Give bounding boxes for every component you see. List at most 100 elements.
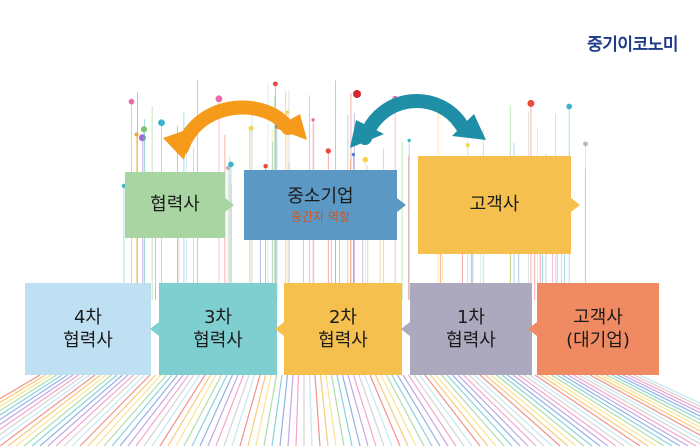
decor-floor-line (622, 374, 700, 414)
decor-floor-line (119, 374, 178, 446)
decor-floor-line (468, 374, 545, 446)
notch (528, 322, 537, 336)
decor-floor-line (79, 374, 151, 446)
decor-floor-line (23, 374, 112, 446)
decor-floor-line (39, 374, 123, 446)
decor-floor-line (151, 374, 200, 446)
decor-floor-line (325, 374, 337, 446)
decor-dot (353, 90, 361, 98)
decor-floor-line (358, 374, 385, 446)
decor-dot (215, 95, 223, 103)
decor-dot (351, 152, 356, 157)
smb-box: 중소기업 중간자 역할 (244, 170, 397, 240)
decor-floor-line (308, 374, 313, 446)
decor-floor-line (419, 374, 473, 446)
decor-floor-line (0, 374, 74, 426)
decor-floor-line (628, 374, 700, 411)
decor-dot (134, 132, 139, 137)
decor-floor-line (424, 374, 481, 446)
decor-floor-line (562, 374, 681, 446)
decor-floor-line (413, 374, 465, 446)
decor-floor-line (402, 374, 449, 446)
tier1-box: 1차 협력사 (410, 283, 532, 375)
decor-floor-line (271, 374, 283, 446)
decor-floor-line (207, 374, 239, 446)
decor-floor-line (529, 374, 633, 446)
customer-label-top: 고객사 (469, 194, 520, 216)
decor-floor-line (452, 374, 521, 446)
decor-floor-line (490, 374, 577, 446)
decor-floor-line (55, 374, 134, 446)
decor-floor-line (430, 374, 489, 446)
decor-dot (566, 103, 573, 110)
decor-floor-line (183, 374, 223, 446)
decor-dot (407, 138, 411, 143)
decor-floor-line (474, 374, 553, 446)
decor-floor-line (0, 374, 79, 431)
decor-floor-line (567, 374, 689, 446)
decor-floor-line (47, 374, 129, 446)
decor-dot (228, 161, 234, 168)
decor-floor-line (15, 374, 107, 446)
decor-floor-line (391, 374, 433, 446)
teal-arrow-head-left (350, 120, 384, 148)
decor-floor-line (95, 374, 162, 446)
decor-floor-line (0, 374, 63, 416)
decor-floor-line (336, 374, 353, 446)
decor-floor-line (540, 374, 649, 446)
decor-floor-line (556, 374, 673, 446)
tier3-line1: 3차 (203, 306, 232, 328)
decor-floor-line (314, 374, 321, 446)
decor-floor-line (330, 374, 345, 446)
tier2-line2: 협력사 (318, 330, 368, 351)
tier1-line2: 협력사 (446, 330, 496, 351)
decor-floor-line (0, 374, 85, 436)
decor-floor-line (295, 374, 300, 446)
decor-floor-line (103, 374, 167, 446)
notch (225, 198, 234, 212)
decor-floor-line (639, 374, 700, 404)
orange-arrow-head-right (275, 114, 307, 140)
decor-floor-line (507, 374, 601, 446)
decor-floor-line (617, 374, 700, 417)
decor-floor-line (600, 374, 700, 428)
decor-dot (311, 118, 315, 122)
decor-floor-line (363, 374, 393, 446)
tier4-line1: 4차 (73, 306, 102, 328)
decor-floor-line (341, 374, 361, 446)
notch (150, 322, 159, 336)
tier2-box: 2차 협력사 (284, 283, 402, 375)
decor-floor-line (485, 374, 569, 446)
brand-logo: 중기이코노미 (587, 35, 678, 55)
customer-box-top: 고객사 (418, 156, 571, 254)
decor-floor-line (518, 374, 617, 446)
decor-floor-line (352, 374, 377, 446)
tier1-line1: 1차 (456, 306, 485, 328)
decor-floor-line (0, 374, 46, 404)
decor-floor-line (595, 374, 700, 432)
decor-floor-line (0, 374, 96, 446)
decor-dot (325, 148, 331, 154)
decor-floor-line (578, 374, 700, 445)
decor-floor-line (463, 374, 537, 446)
customer-line2: (대기업) (566, 330, 630, 351)
decor-floor-line (435, 374, 497, 446)
tier3-box: 3차 협력사 (159, 283, 277, 375)
decor-floor-line (7, 374, 101, 446)
tier2-line1: 2차 (328, 306, 357, 328)
decor-floor-line (589, 374, 700, 436)
decor-dot (583, 141, 589, 147)
decor-dot (128, 98, 135, 105)
decor-dot (225, 165, 231, 171)
decor-floor-line (63, 374, 140, 446)
smb-label: 중소기업 (287, 185, 354, 207)
decor-floor-line (223, 374, 250, 446)
teal-arrow-head-right (452, 114, 486, 140)
decor-floor-line (263, 374, 278, 446)
tier3-line2: 협력사 (193, 330, 243, 351)
decor-floor-line (633, 374, 700, 407)
supplier-label: 협력사 (150, 194, 200, 216)
tier4-line2: 협력사 (63, 330, 113, 351)
decor-dot (263, 163, 268, 169)
